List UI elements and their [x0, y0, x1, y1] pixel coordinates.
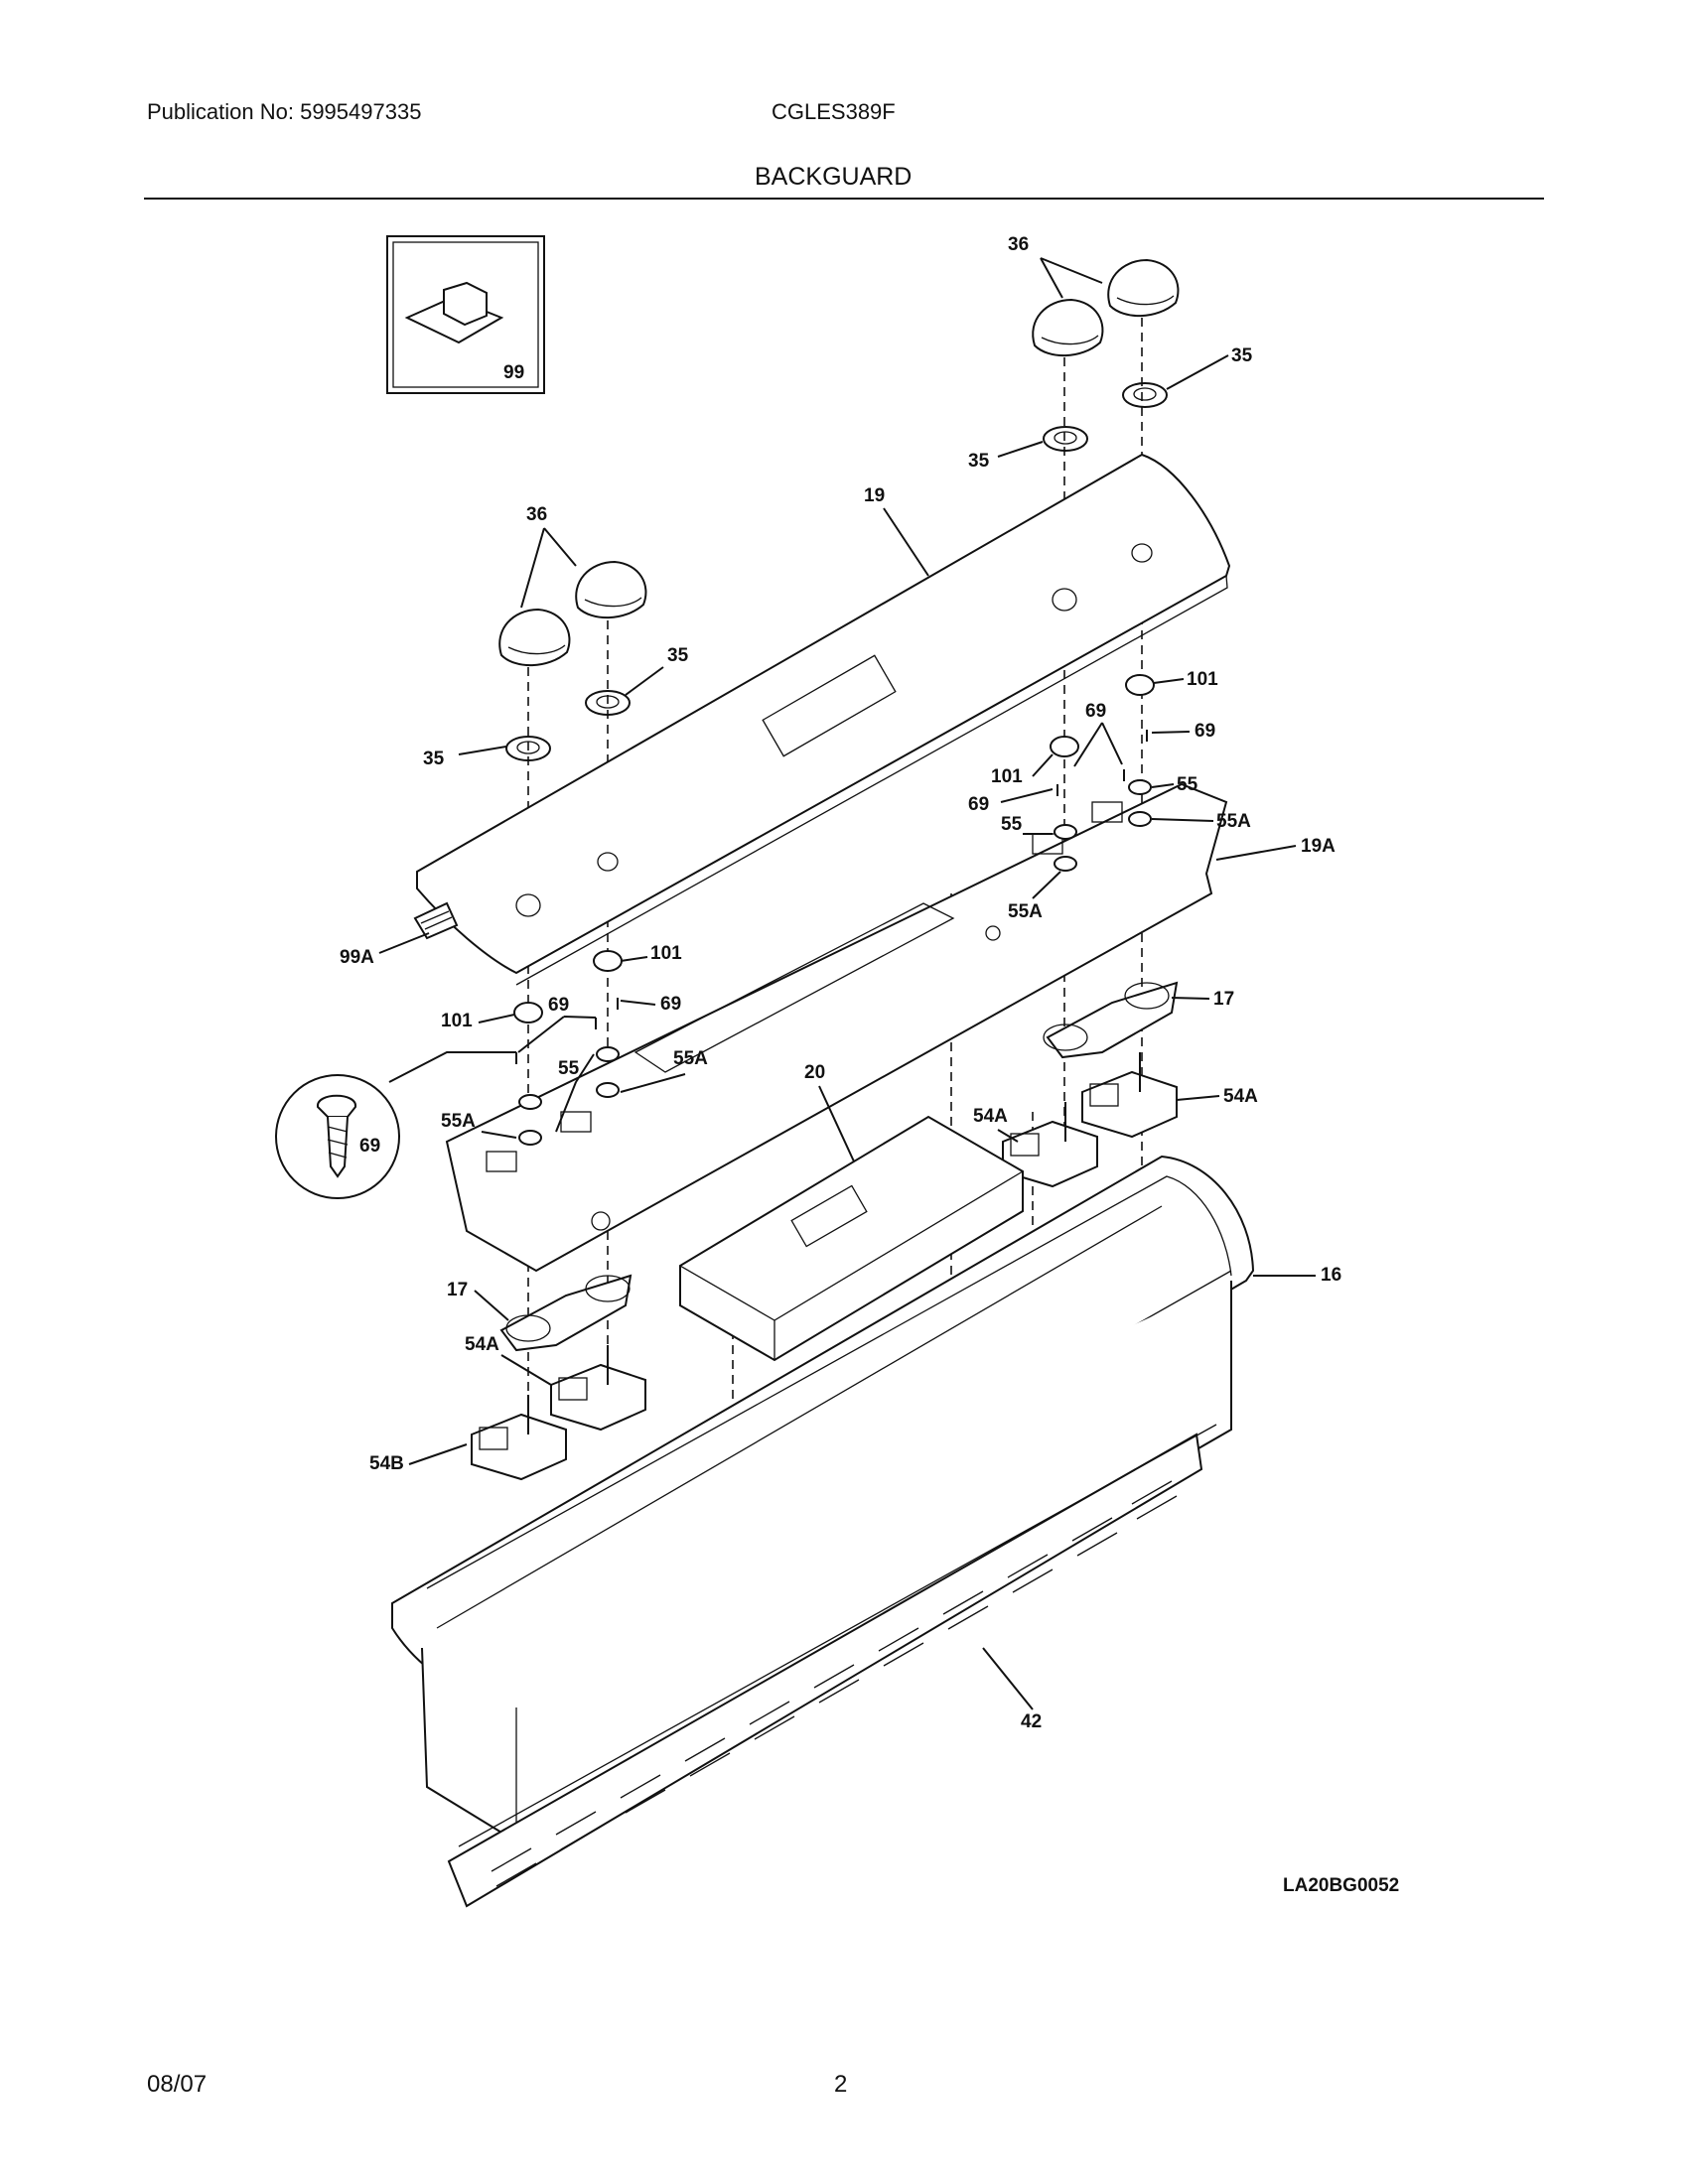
callout-54a-b: 54A [973, 1106, 1008, 1127]
callout-55a-a: 55A [1216, 811, 1251, 832]
callout-35-d: 35 [423, 749, 445, 769]
callout-54b: 54B [369, 1453, 404, 1474]
callout-69-detail: 69 [359, 1136, 380, 1157]
right-fasteners [1050, 674, 1155, 872]
vent-panel-42 [447, 1424, 1217, 1908]
page-number: 2 [834, 2071, 848, 2098]
callout-55a-d: 55A [441, 1111, 476, 1132]
callout-101-b: 101 [991, 766, 1023, 787]
footer-date: 08/07 [147, 2071, 208, 2098]
callout-35-b: 35 [968, 451, 990, 472]
ribbon-cable-99a [413, 901, 459, 940]
detail-circle-69: 69 [275, 1051, 516, 1199]
callout-101-c: 101 [650, 943, 682, 964]
callout-55-c: 55 [558, 1058, 580, 1079]
callout-20: 20 [804, 1062, 825, 1083]
switch-54a-right-upper [1081, 1052, 1178, 1139]
callout-101-a: 101 [1187, 669, 1218, 690]
bracket-17-left [499, 1274, 633, 1352]
switch-54a-right-lower [1002, 1102, 1098, 1188]
callout-99a: 99A [340, 947, 374, 968]
left-fasteners [513, 950, 623, 1146]
callout-16: 16 [1321, 1265, 1341, 1286]
callout-17-left: 17 [447, 1280, 468, 1300]
model-number: CGLES389F [772, 99, 896, 124]
callout-69-d: 69 [660, 994, 681, 1015]
bezel-35-lower-right [1043, 426, 1088, 452]
callout-42: 42 [1021, 1711, 1042, 1732]
callout-36-left: 36 [526, 504, 547, 525]
knob-36-left-lower [498, 608, 571, 667]
switch-54b-left [471, 1395, 567, 1481]
publication-number: Publication No: 5995497335 [147, 99, 422, 124]
reference-code: LA20BG0052 [1283, 1875, 1399, 1896]
mounting-panel-19a [445, 782, 1228, 1273]
knob-36-right-lower [1032, 298, 1104, 357]
inset-part-99: 99 [386, 235, 545, 394]
callout-69-c: 69 [968, 794, 989, 815]
callout-55-a: 55 [1177, 774, 1198, 795]
header-rule [144, 198, 1544, 200]
callout-36-right: 36 [1008, 234, 1029, 255]
callout-55a-b: 55A [1008, 901, 1043, 922]
callout-69-a: 69 [1195, 721, 1215, 742]
callout-19a: 19A [1301, 836, 1336, 857]
callout-55a-c: 55A [673, 1048, 708, 1069]
callout-35-a: 35 [1231, 345, 1253, 366]
switch-54a-left [550, 1345, 646, 1432]
callout-35-c: 35 [667, 645, 689, 666]
bracket-17-right [1043, 981, 1179, 1059]
callout-69-e: 69 [548, 995, 569, 1016]
callout-55-b: 55 [1001, 814, 1023, 835]
section-title: BACKGUARD [755, 163, 913, 191]
oven-control-board-20 [679, 1115, 1024, 1362]
knob-36-right-upper [1107, 258, 1180, 318]
callout-54a-c: 54A [465, 1334, 499, 1355]
callout-17-right: 17 [1213, 989, 1234, 1010]
callout-19: 19 [864, 485, 885, 506]
bezel-35-upper-right [1122, 382, 1168, 408]
callout-101-d: 101 [441, 1011, 473, 1031]
knob-36-left-upper [575, 560, 647, 619]
callout-54a-a: 54A [1223, 1086, 1258, 1107]
callout-69-b: 69 [1085, 701, 1106, 722]
callout-99: 99 [503, 362, 524, 383]
